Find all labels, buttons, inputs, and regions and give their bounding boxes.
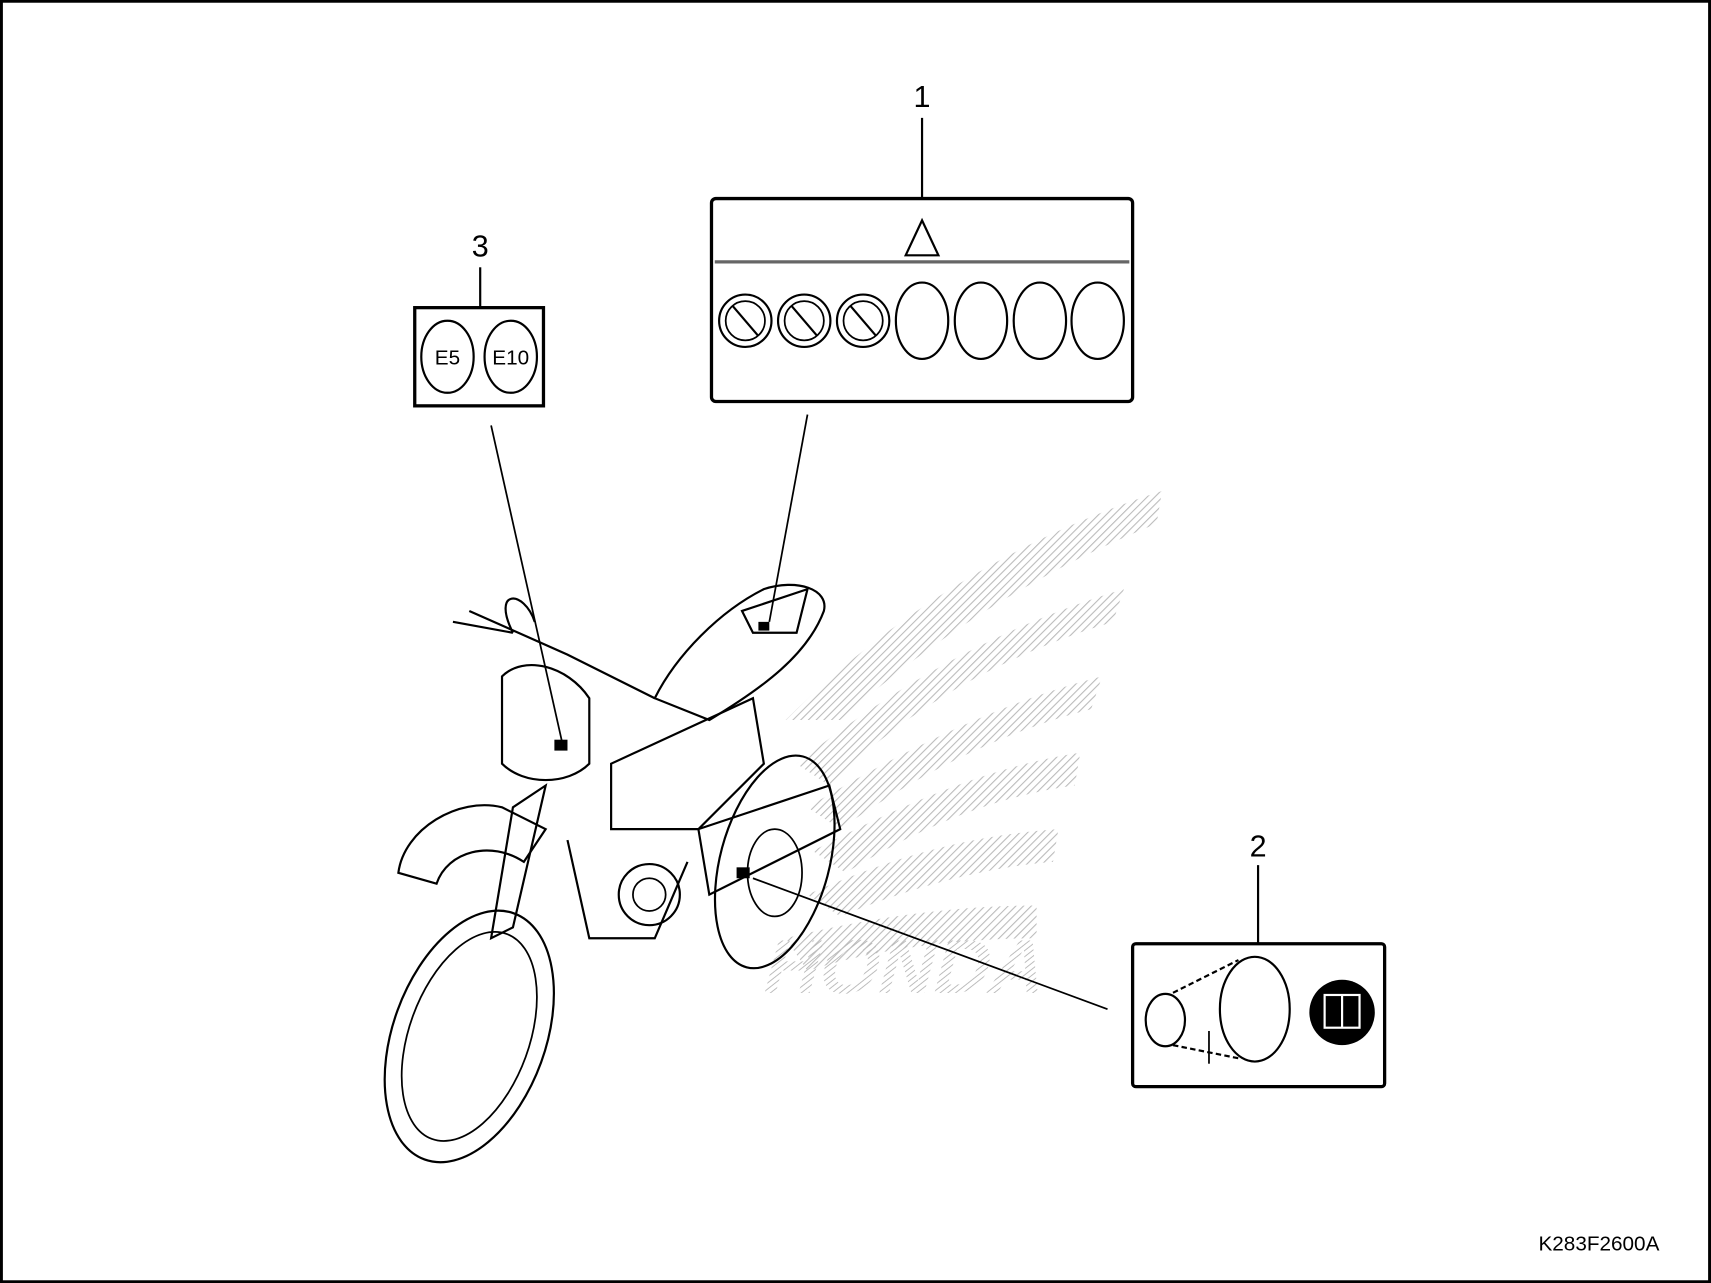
honda-wing-watermark: HONDA [755, 490, 1163, 1010]
caution-label [709, 196, 1135, 404]
honda-watermark-text: HONDA [755, 925, 1058, 1009]
callout-3[interactable]: 3 E5 E10 [413, 229, 546, 408]
leader-line-3 [490, 425, 563, 743]
callout-number-2: 2 [1250, 829, 1267, 863]
callout-number-3: 3 [472, 229, 489, 263]
e5-text: E5 [435, 346, 460, 369]
e10-text: E10 [492, 346, 529, 369]
callout-1[interactable]: 1 [709, 80, 1135, 404]
drawing-code: K283F2600A [1538, 1232, 1659, 1255]
tire-label [1130, 942, 1387, 1089]
callout-2[interactable]: 2 [1130, 829, 1387, 1089]
leader-line-1 [768, 414, 809, 623]
callout-number-1: 1 [914, 80, 931, 114]
blank-circle-icons [894, 281, 1125, 361]
prohibition-icons [718, 293, 891, 349]
leader-line-2 [752, 877, 1108, 1010]
small-tire-icon [1144, 992, 1187, 1048]
motorcycle-drawing [383, 583, 842, 1164]
large-tire-icon [1218, 955, 1291, 1063]
warning-triangle-icon [903, 217, 941, 257]
